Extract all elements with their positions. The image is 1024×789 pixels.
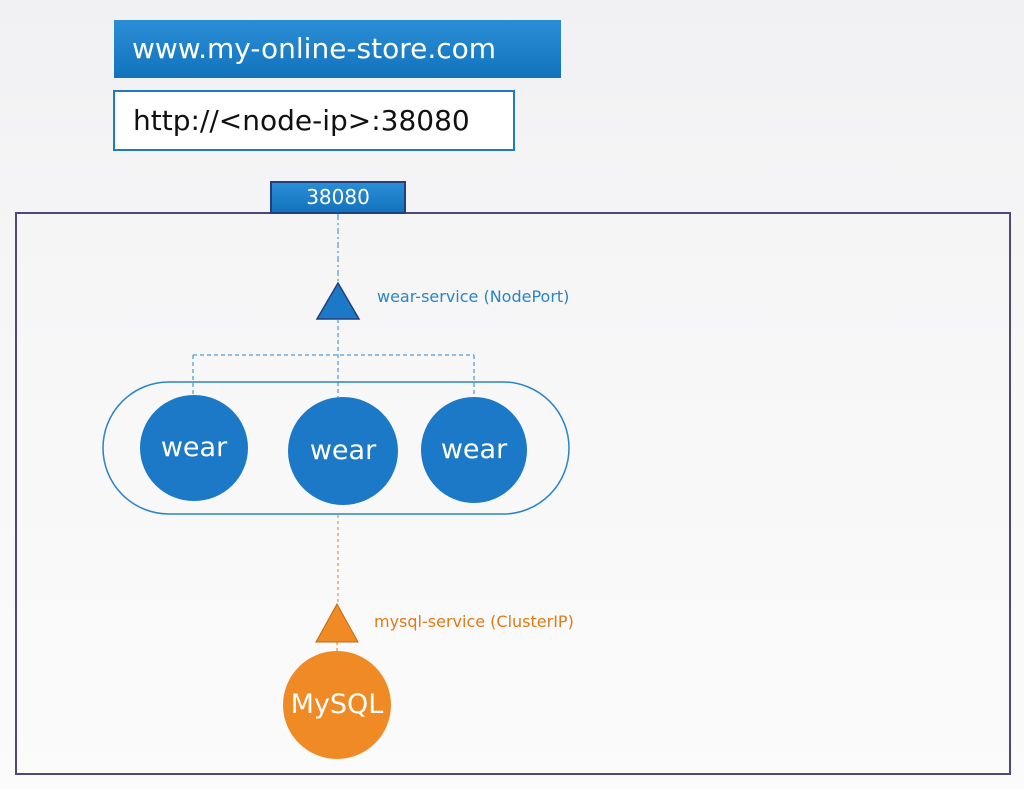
mysql-service-icon [315,602,359,643]
wear-pod: wear [421,397,527,503]
domain-banner: www.my-online-store.com [114,20,561,78]
node-box [15,212,1011,775]
wear-service-icon [315,281,361,320]
node-port-tab: 38080 [270,181,406,214]
wear-pod: wear [288,397,398,505]
url-box: http://<node-ip>:38080 [113,90,515,151]
wear-service-label: wear-service (NodePort) [377,287,570,306]
mysql-database: MySQL [283,651,391,759]
mysql-service-label: mysql-service (ClusterIP) [374,612,574,631]
wear-pod: wear [140,395,248,501]
deployment-outline [102,381,570,515]
